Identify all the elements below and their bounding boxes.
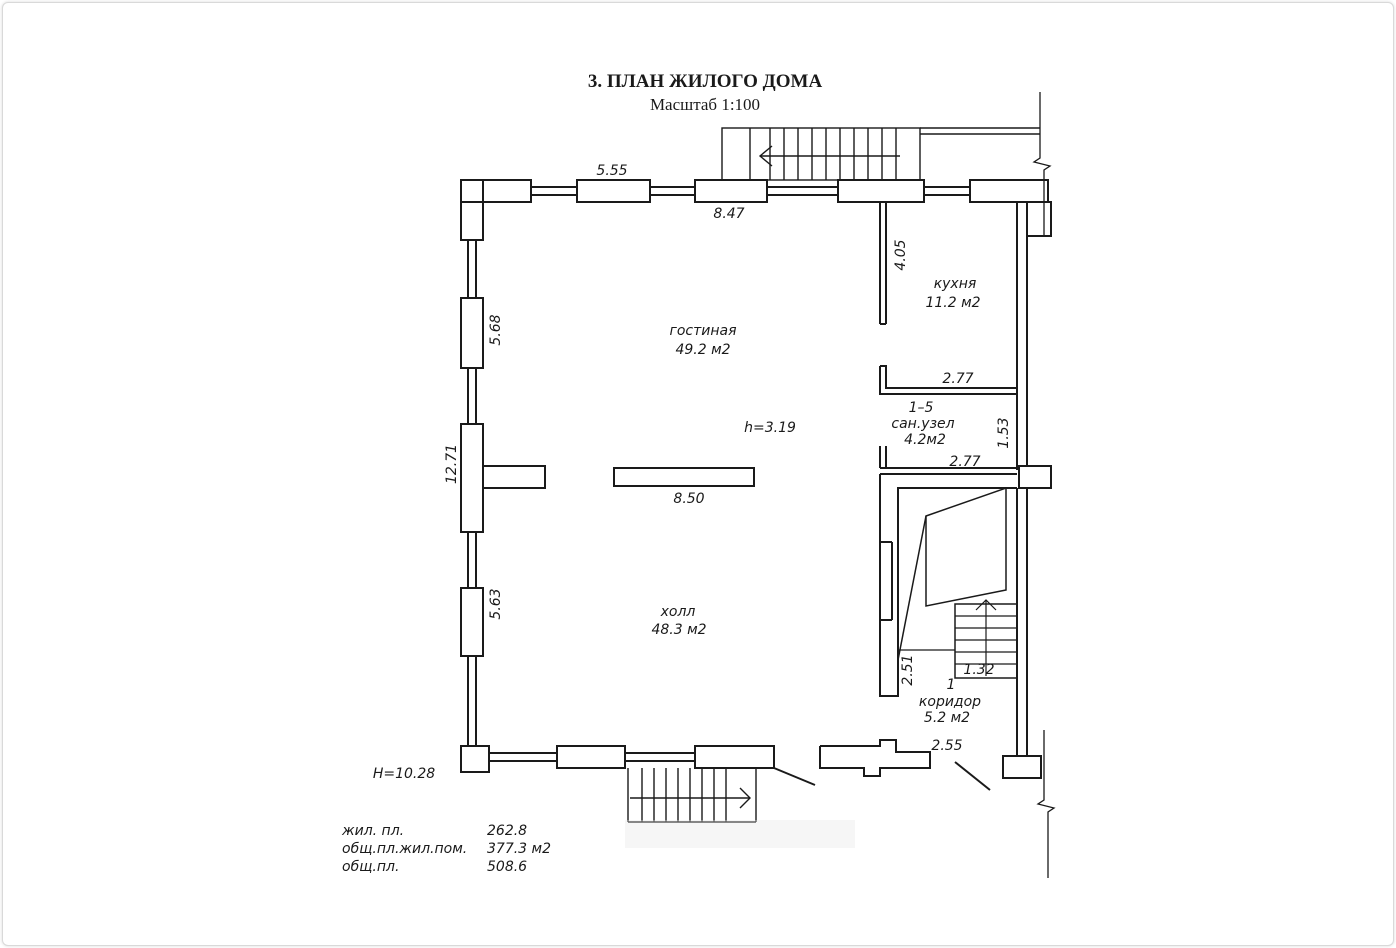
dimension-top-outer: 5.55 [596, 163, 627, 179]
building-height: H=10.28 [373, 766, 435, 782]
dimension-entry-width: 2.55 [931, 738, 962, 754]
break-line [1036, 730, 1056, 878]
watermark [625, 820, 855, 848]
wall-segment [1002, 755, 1042, 779]
break-line [1032, 92, 1052, 236]
wall-segment [460, 587, 484, 657]
wall-segment [694, 179, 768, 203]
dimension-bath-bottom: 2.77 [949, 454, 980, 470]
wall-segment [460, 297, 484, 369]
wall-segment [576, 179, 651, 203]
dimension-kitchen-wall: 4.05 [893, 239, 909, 270]
stair-arrow [975, 599, 997, 611]
entrance-stair-arrow [758, 145, 773, 167]
stair-flight [925, 486, 1007, 607]
area-residential-label: общ.пл.жил.пом. [342, 841, 467, 857]
wall-segment [460, 179, 484, 241]
wall-segment [460, 745, 490, 773]
room-bath-number: 1–5 [909, 400, 934, 416]
wall-segment [556, 745, 626, 769]
room-hall-area: 48.3 м2 [651, 622, 706, 638]
dimension-left-upper: 5.68 [488, 314, 504, 345]
dimension-center-wall: 8.50 [673, 491, 704, 507]
dimension-top-inner: 8.47 [713, 206, 744, 222]
room-corridor-area: 5.2 м2 [924, 710, 970, 726]
bath-partition [879, 365, 1018, 395]
wall-segment [460, 423, 484, 533]
door-swing [773, 767, 816, 786]
room-living-name: гостиная [669, 323, 736, 339]
door-swing [954, 761, 991, 791]
dimension-left-total: 12.71 [444, 444, 460, 484]
wall-segment [694, 745, 775, 769]
area-living-label: жил. пл. [341, 823, 404, 839]
area-residential-value: 377.3 м2 [487, 841, 551, 857]
room-kitchen-area: 11.2 м2 [925, 295, 980, 311]
entrance-stair [721, 127, 921, 181]
wall-segment [1026, 201, 1052, 237]
wall-segment [819, 739, 931, 777]
room-bath-name: сан.узел [891, 416, 954, 432]
area-total-value: 508.6 [487, 859, 527, 875]
dimension-corridor-height: 2.51 [900, 654, 916, 685]
room-corridor-number: 1 [947, 677, 956, 693]
stair-enclosure [879, 474, 1017, 697]
dimension-left-lower: 5.63 [488, 588, 504, 619]
room-bath-area: 4.2м2 [904, 432, 946, 448]
area-total-label: общ.пл. [342, 859, 399, 875]
wall-segment [1018, 465, 1052, 489]
dimension-bath-top: 2.77 [942, 371, 973, 387]
room-height: h=3.19 [744, 420, 796, 436]
stair-flight [897, 515, 927, 661]
entrance-stair-arrow [739, 787, 751, 809]
wall-segment [969, 179, 1049, 203]
dimension-stair-width: 1.32 [963, 662, 994, 678]
area-living-value: 262.8 [487, 823, 527, 839]
room-hall-name: холл [660, 604, 696, 620]
plan-title: 3. ПЛАН ЖИЛОГО ДОМА [588, 71, 823, 92]
dimension-bath-right: 1.53 [996, 417, 1012, 448]
center-wall [613, 467, 755, 487]
room-living-area: 49.2 м2 [675, 342, 730, 358]
plan-scale: Масштаб 1:100 [650, 95, 760, 114]
wall-segment [460, 179, 532, 203]
room-kitchen-name: кухня [934, 276, 977, 292]
wall-stub [482, 465, 546, 489]
wall-segment [837, 179, 925, 203]
room-corridor-name: коридор [919, 694, 981, 710]
